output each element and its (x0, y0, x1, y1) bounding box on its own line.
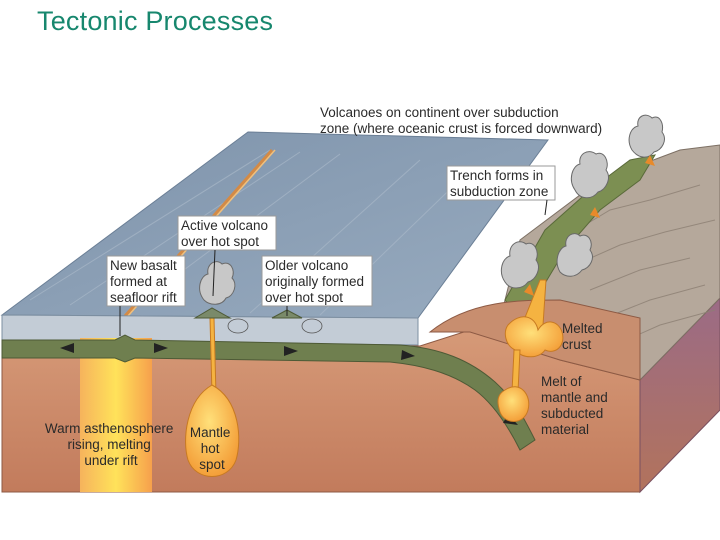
label-melt-mantle: Melt of mantle and subducted material (541, 374, 612, 437)
melted-crust-blob (504, 316, 564, 358)
label-volcanoes-continent: Volcanoes on continent over subduction z… (320, 105, 602, 136)
slide-title: Tectonic Processes (37, 6, 274, 36)
label-melted-crust: Melted crust (562, 321, 606, 352)
label-older-volcano: Older volcano originally formed over hot… (265, 258, 368, 305)
label-warm-asthenosphere: Warm asthenosphere rising, melting under… (45, 421, 177, 468)
label-box-older-volcano (261, 255, 373, 307)
label-box-new-basalt (106, 255, 186, 307)
eruption-plumes (199, 114, 665, 305)
oceanic-plate (1, 334, 536, 451)
label-active-volcano: Active volcano over hot spot (181, 218, 272, 249)
label-box-active-volcano (177, 215, 277, 251)
label-mantle-hot-spot: Mantle hot spot (190, 425, 234, 472)
rift-column (80, 338, 152, 492)
melt-mantle-blob (497, 386, 530, 422)
hotspot-blob (185, 384, 240, 477)
label-box-trench (446, 165, 556, 201)
label-new-basalt: New basalt formed at seafloor rift (110, 258, 181, 305)
active-volcano-cone (193, 307, 232, 319)
label-trench: Trench forms in subduction zone (450, 168, 548, 199)
melt-conduit-lower (511, 349, 521, 393)
